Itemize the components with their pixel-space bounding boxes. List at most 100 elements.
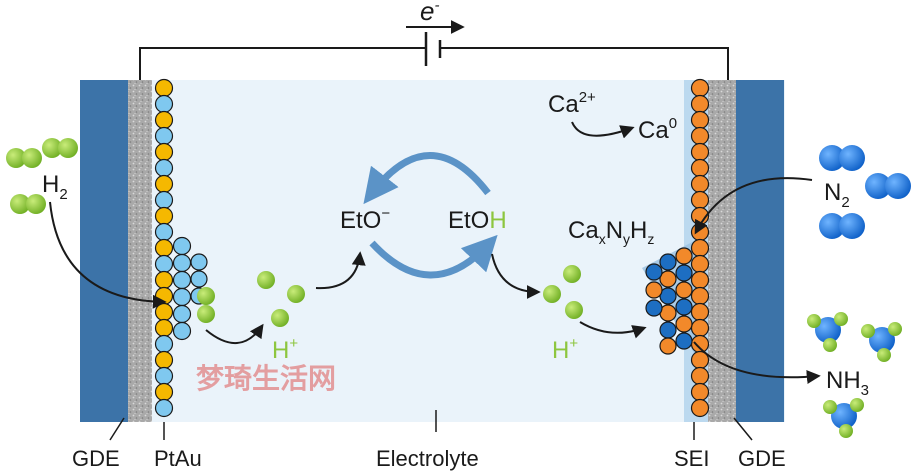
sei-layer: [645, 78, 710, 418]
nh3-label: NH3: [826, 367, 869, 399]
proton: [287, 285, 305, 303]
sei-particle: [690, 254, 710, 274]
gde-right-block: [736, 80, 784, 422]
calcium-particle: [675, 315, 693, 333]
pt-atom: [154, 206, 174, 226]
hydrogen-atom: [839, 424, 853, 438]
proton-left-label: H+: [272, 335, 298, 364]
sei-particle: [690, 270, 710, 290]
au-particle: [190, 253, 208, 271]
hydrogen-atom: [888, 322, 902, 336]
nitrogen-atom: [865, 173, 891, 199]
proton-right-label: H+: [552, 335, 578, 364]
h2-adsorption-arrow: [49, 201, 167, 309]
external-circuit-wire: [139, 47, 729, 80]
pt-atom: [154, 110, 174, 130]
hydrogen-atom: [823, 338, 837, 352]
au-particle: [172, 270, 192, 290]
sei-particle: [690, 110, 710, 130]
calcium-particle: [645, 281, 663, 299]
gde-left-leader: [109, 417, 125, 441]
gde-right-porous: [708, 80, 736, 422]
gde-right-label: GDE: [738, 446, 786, 471]
calcium-particle: [659, 337, 677, 355]
au-particle: [172, 321, 192, 341]
electron-label: e-: [420, 0, 439, 26]
nitrogen-atom: [839, 213, 865, 239]
proton: [565, 301, 583, 319]
nitride-particle: [675, 332, 693, 350]
gde-left-porous: [128, 80, 152, 422]
sei-particle: [690, 126, 710, 146]
au-particle: [172, 287, 192, 307]
pt-atom: [154, 382, 174, 402]
hydrogen-atom: [42, 138, 62, 158]
proton: [257, 271, 275, 289]
sei-label: SEI: [674, 446, 709, 471]
electrolyte-label: Electrolyte: [376, 446, 479, 471]
proton: [563, 265, 581, 283]
hydrogen-atom: [807, 314, 821, 328]
proton: [271, 309, 289, 327]
ethoxide-label: EtO−: [340, 205, 390, 234]
nitride-particle: [675, 298, 693, 316]
calcium-particle: [675, 247, 693, 265]
ptau-label: PtAu: [154, 446, 202, 471]
sei-particle: [690, 190, 710, 210]
pt-atom: [154, 78, 174, 98]
au-atom: [154, 254, 174, 274]
ethanol-deprotonation-arrow: [491, 253, 541, 299]
nitride-particle: [645, 263, 663, 281]
proton-to-sei-arrow: [579, 321, 647, 339]
au-atom: [154, 190, 174, 210]
proton-release-arrow: [205, 323, 264, 345]
calcium-particle: [659, 270, 677, 288]
nitride-particle: [645, 299, 663, 317]
nitrogen-atom: [839, 145, 865, 171]
hydrogen-atom: [823, 400, 837, 414]
au-particle: [172, 236, 192, 256]
hydrogen-atom: [26, 194, 46, 214]
hydrogen-atom: [10, 194, 30, 214]
nitride-particle: [659, 321, 677, 339]
au-atom: [154, 334, 174, 354]
sei-particle: [690, 174, 710, 194]
nh3-release-arrow: [693, 341, 821, 384]
sei-particle: [690, 78, 710, 98]
au-particle: [172, 304, 192, 324]
au-atom: [154, 126, 174, 146]
ca2-label: Ca2+: [548, 89, 596, 118]
sei-particle: [690, 398, 710, 418]
h2-label: H2: [42, 171, 68, 203]
pt-atom: [154, 318, 174, 338]
au-atom: [154, 94, 174, 114]
nitrogen-atom: [831, 403, 857, 429]
proton: [543, 285, 561, 303]
sei-particle: [690, 94, 710, 114]
gde-left-block: [80, 80, 128, 422]
au-particle: [172, 253, 192, 273]
pt-atom: [154, 174, 174, 194]
nitrogen-atom: [869, 327, 895, 353]
calcium-reduction-arrow: [571, 121, 635, 139]
calcium-particle: [675, 281, 693, 299]
hydrogen-atom: [197, 305, 215, 323]
au-atom: [154, 366, 174, 386]
pt-atom: [154, 238, 174, 258]
au-particle: [190, 270, 208, 288]
hydrogen-atom: [850, 398, 864, 412]
gde-left-label: GDE: [72, 446, 120, 471]
nitrogen-atom: [885, 173, 911, 199]
au-atom: [154, 398, 174, 418]
sei-particle: [690, 382, 710, 402]
electrolyte-region: [80, 80, 785, 422]
pt-atom: [154, 302, 174, 322]
sei-particle: [690, 158, 710, 178]
nitride-particle: [659, 253, 677, 271]
sei-particle: [690, 318, 710, 338]
ptau-catalyst-layer: [154, 78, 208, 418]
ca0-label: Ca0: [638, 115, 677, 144]
pt-atom: [154, 270, 174, 290]
pt-atom: [154, 350, 174, 370]
